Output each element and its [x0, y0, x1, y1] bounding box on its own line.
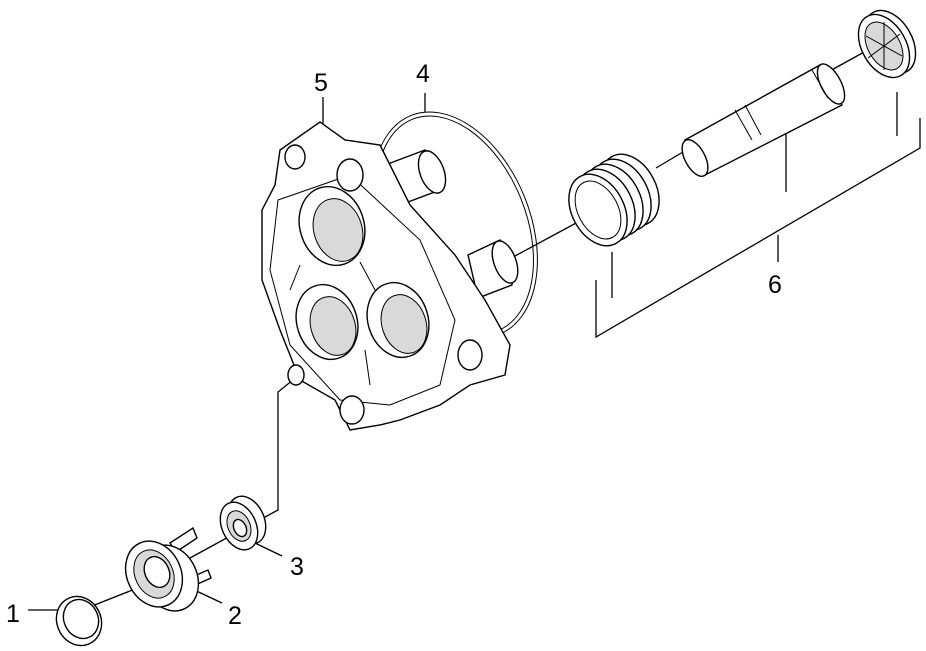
part-1-washer [55, 595, 103, 647]
callout-5: 5 [314, 69, 328, 97]
callout-1: 1 [6, 600, 20, 628]
part-6-retainer-washer [857, 9, 917, 79]
callout-2: 2 [228, 602, 242, 630]
part-3-valve-seat [219, 495, 267, 551]
part-6-piston [681, 63, 846, 177]
callout-6: 6 [768, 271, 782, 299]
part-6-spring [568, 153, 660, 247]
callout-4: 4 [416, 60, 430, 88]
part-5-pump-housing [261, 121, 519, 431]
callout-3: 3 [290, 553, 304, 581]
part-2-valve-cage [124, 526, 212, 612]
